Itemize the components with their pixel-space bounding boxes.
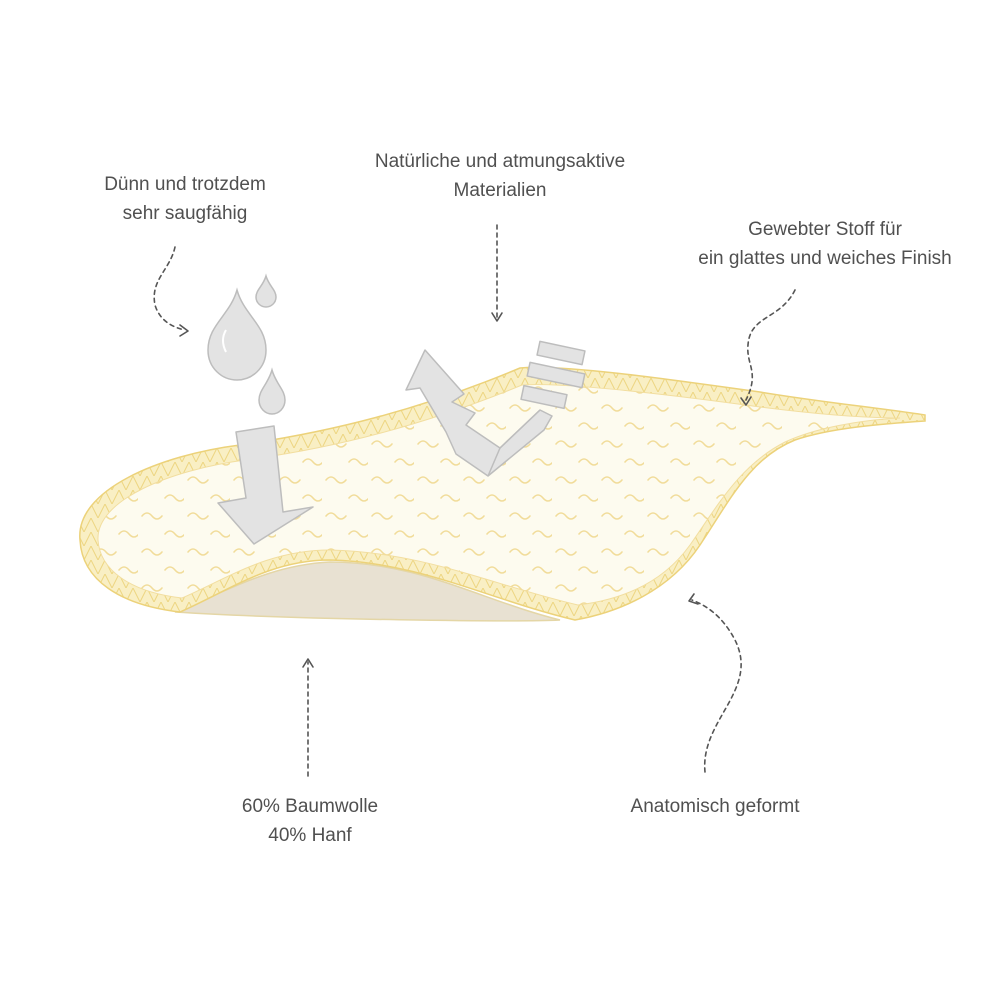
water-drop-icon xyxy=(207,273,286,415)
annotation-woven-line1: Gewebter Stoff für xyxy=(748,219,902,240)
annotation-materials-line1: Natürliche und atmungsaktive xyxy=(374,151,626,172)
arrowhead-anatomic xyxy=(688,593,699,605)
pad-underside xyxy=(174,561,561,622)
arrowhead-composition xyxy=(302,658,314,668)
annotation-woven: Gewebter Stoff für ein glattes und weich… xyxy=(660,215,990,273)
annotation-composition: 60% Baumwolle 40% Hanf xyxy=(170,792,450,850)
pointer-woven xyxy=(745,289,796,401)
annotation-anatomic-line1: Anatomisch geformt xyxy=(630,796,800,817)
pointer-anatomic xyxy=(691,599,742,773)
breathable-arrow-icon xyxy=(405,340,586,477)
annotation-materials-line2: Materialien xyxy=(453,180,547,201)
annotation-materials: Natürliche und atmungsaktive Materialien xyxy=(310,147,690,205)
annotation-absorbent: Dünn und trotzdem sehr saugfähig xyxy=(60,170,310,228)
arrowhead-woven xyxy=(740,396,752,406)
annotation-woven-line2: ein glattes und weiches Finish xyxy=(698,248,952,269)
annotation-composition-line2: 40% Hanf xyxy=(268,825,352,846)
annotation-anatomic: Anatomisch geformt xyxy=(560,792,870,821)
pointer-absorbent xyxy=(153,246,186,331)
arrow-down-icon xyxy=(217,425,314,545)
annotation-absorbent-line2: sehr saugfähig xyxy=(122,203,248,224)
annotation-absorbent-line1: Dünn und trotzdem xyxy=(104,174,266,195)
arrowhead-absorbent xyxy=(179,324,189,337)
arrowhead-materials xyxy=(491,312,503,322)
annotation-composition-line1: 60% Baumwolle xyxy=(241,796,379,817)
